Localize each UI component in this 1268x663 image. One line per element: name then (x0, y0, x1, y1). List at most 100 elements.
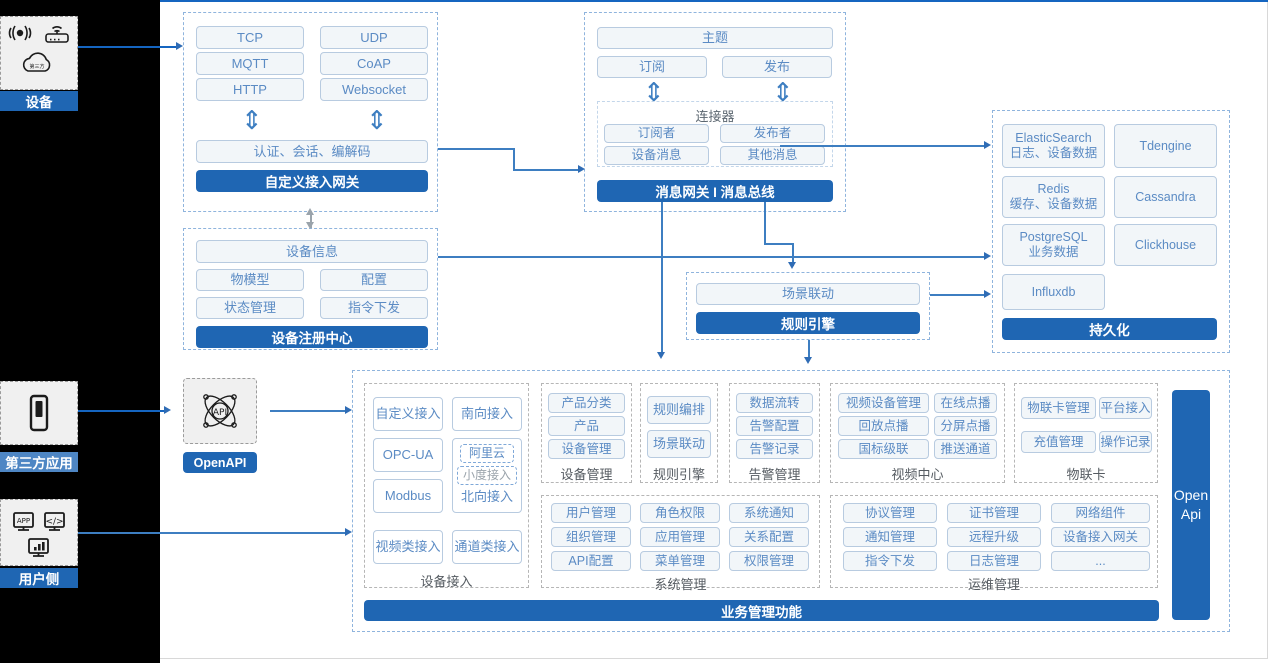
connector-publisher[interactable]: 发布者 (720, 124, 825, 143)
am-alarm-config[interactable]: 告警配置 (736, 416, 813, 436)
connector-device-message[interactable]: 设备消息 (604, 146, 709, 165)
om-cert-management[interactable]: 证书管理 (947, 503, 1041, 523)
om-remote-upgrade[interactable]: 远程升级 (947, 527, 1041, 547)
am-data-flow-label: 数据流转 (749, 395, 800, 410)
vc-online-play[interactable]: 在线点播 (934, 393, 997, 413)
protocol-udp-label: UDP (360, 29, 388, 45)
openapi-band-label: OpenAPI (193, 455, 247, 470)
sm-menu-management[interactable]: 菜单管理 (640, 551, 720, 571)
registry-device-info[interactable]: 设备信息 (196, 240, 428, 263)
openapi-band[interactable]: OpenAPI (183, 452, 257, 473)
persistence-band[interactable]: 持久化 (1002, 318, 1217, 340)
sm-org-management[interactable]: 组织管理 (551, 527, 631, 547)
protocol-http-label: HTTP (233, 81, 267, 97)
sm-permission-management[interactable]: 权限管理 (729, 551, 809, 571)
sm-api-config[interactable]: API配置 (551, 551, 631, 571)
da-aliyun[interactable]: 阿里云 (460, 444, 514, 463)
vc-gb-cascade[interactable]: 国标级联 (838, 439, 929, 459)
ic-platform-access-label: 平台接入 (1100, 400, 1151, 415)
om-notice-management[interactable]: 通知管理 (843, 527, 937, 547)
vc-gb-cascade-label: 国标级联 (858, 441, 909, 456)
svg-text:第三方: 第三方 (29, 63, 44, 70)
business-band[interactable]: 业务管理功能 (364, 600, 1159, 621)
dm-device-management[interactable]: 设备管理 (548, 439, 625, 459)
protocol-mqtt[interactable]: MQTT (196, 52, 304, 75)
registry-thing-model[interactable]: 物模型 (196, 269, 304, 291)
store-cassandra[interactable]: Cassandra (1114, 176, 1217, 218)
sm-system-notice[interactable]: 系统通知 (729, 503, 809, 523)
registry-band[interactable]: 设备注册中心 (196, 326, 428, 348)
topic-node[interactable]: 主题 (597, 27, 833, 49)
sm-relation-config[interactable]: 关系配置 (729, 527, 809, 547)
store-influxdb[interactable]: Influxdb (1002, 274, 1105, 310)
ic-platform-access[interactable]: 平台接入 (1099, 397, 1152, 419)
sm-app-management[interactable]: 应用管理 (640, 527, 720, 547)
vc-video-device-management[interactable]: 视频设备管理 (838, 393, 929, 413)
da-custom-access[interactable]: 自定义接入 (373, 397, 443, 431)
sm-role-permission[interactable]: 角色权限 (640, 503, 720, 523)
store-elasticsearch[interactable]: ElasticSearch 日志、设备数据 (1002, 124, 1105, 168)
protocol-coap[interactable]: CoAP (320, 52, 428, 75)
message-bus-band[interactable]: 消息网关 I 消息总线 (597, 180, 833, 202)
conn-registry-to-persistence (438, 256, 984, 258)
dm-product-category[interactable]: 产品分类 (548, 393, 625, 413)
vc-split-screen[interactable]: 分屏点播 (934, 416, 997, 436)
rule-engine-container (686, 272, 930, 340)
rule-scene-linkage[interactable]: 场景联动 (696, 283, 920, 305)
vc-replay[interactable]: 回放点播 (838, 416, 929, 436)
publish-node[interactable]: 发布 (722, 56, 832, 78)
registry-state-management-label: 状态管理 (223, 300, 276, 316)
da-video-access[interactable]: 视频类接入 (373, 530, 443, 564)
am-data-flow[interactable]: 数据流转 (736, 393, 813, 413)
registry-command-dispatch-label: 指令下发 (347, 300, 400, 316)
cloud-icon (22, 52, 51, 72)
registry-state-management[interactable]: 状态管理 (196, 297, 304, 319)
om-more[interactable]: ... (1051, 551, 1150, 571)
om-device-access-gateway[interactable]: 设备接入网关 (1051, 527, 1150, 547)
protocol-udp[interactable]: UDP (320, 26, 428, 49)
store-clickhouse[interactable]: Clickhouse (1114, 224, 1217, 266)
da-opcua[interactable]: OPC-UA (373, 438, 443, 472)
da-southbound-access[interactable]: 南向接入 (452, 397, 522, 431)
om-log-management[interactable]: 日志管理 (947, 551, 1041, 571)
connector-subscriber[interactable]: 订阅者 (604, 124, 709, 143)
conn-openapi-to-business (270, 410, 346, 412)
am-alarm-record[interactable]: 告警记录 (736, 439, 813, 459)
ic-operation-record[interactable]: 操作记录 (1099, 431, 1152, 453)
da-modbus-label: Modbus (384, 488, 432, 504)
group-system-management-title-text: 系统管理 (654, 577, 707, 592)
ic-recharge-management[interactable]: 充值管理 (1021, 431, 1096, 453)
registry-command-dispatch[interactable]: 指令下发 (320, 297, 428, 319)
gateway-middle-node[interactable]: 认证、会话、编解码 (196, 140, 428, 163)
protocol-http[interactable]: HTTP (196, 78, 304, 101)
om-network-component[interactable]: 网络组件 (1051, 503, 1150, 523)
vc-push-channel[interactable]: 推送通道 (934, 439, 997, 459)
protocol-websocket[interactable]: Websocket (320, 78, 428, 101)
da-modbus[interactable]: Modbus (373, 479, 443, 513)
store-postgresql[interactable]: PostgreSQL 业务数据 (1002, 224, 1105, 266)
subscribe-node[interactable]: 订阅 (597, 56, 707, 78)
group-iot-card (1014, 383, 1158, 483)
re-scene-linkage[interactable]: 场景联动 (647, 430, 711, 458)
da-channel-access[interactable]: 通道类接入 (452, 530, 522, 564)
registry-config[interactable]: 配置 (320, 269, 428, 291)
om-command-dispatch[interactable]: 指令下发 (843, 551, 937, 571)
registry-config-label: 配置 (360, 272, 387, 288)
open-api-vertical-bar[interactable]: Open Api (1172, 390, 1210, 620)
ic-card-management[interactable]: 物联卡管理 (1021, 397, 1096, 419)
conn-rule-business-arrow (804, 357, 812, 364)
store-redis-name: Redis (1037, 182, 1070, 197)
rule-engine-band[interactable]: 规则引擎 (696, 312, 920, 334)
store-tdengine[interactable]: Tdengine (1114, 124, 1217, 168)
conn-rule-business-v (808, 340, 810, 360)
re-rule-orchestration[interactable]: 规则编排 (647, 396, 711, 424)
store-redis[interactable]: Redis 缓存、设备数据 (1002, 176, 1105, 218)
da-xiaodu[interactable]: 小度接入 (457, 466, 517, 485)
connector-other-message[interactable]: 其他消息 (720, 146, 825, 165)
om-protocol-management[interactable]: 协议管理 (843, 503, 937, 523)
sm-user-management[interactable]: 用户管理 (551, 503, 631, 523)
gateway-band[interactable]: 自定义接入网关 (196, 170, 428, 192)
protocol-tcp[interactable]: TCP (196, 26, 304, 49)
dm-product[interactable]: 产品 (548, 416, 625, 436)
da-channel-access-label: 通道类接入 (454, 539, 520, 555)
